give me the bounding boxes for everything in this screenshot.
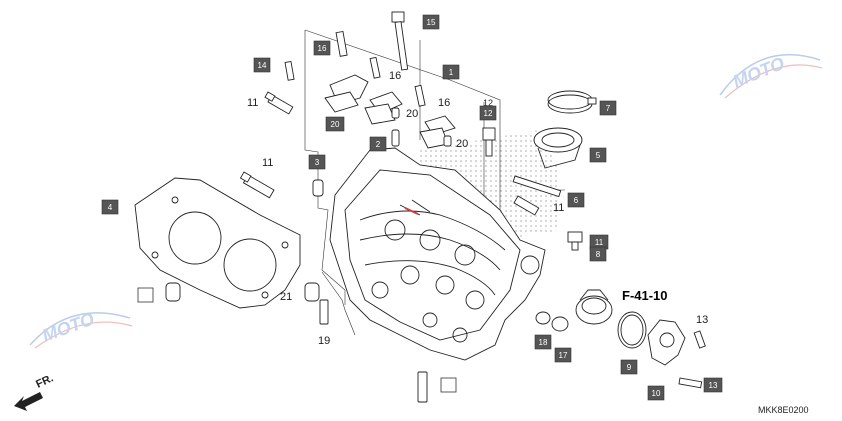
callout-20-label[interactable]: 20 <box>406 108 418 120</box>
head-gasket <box>134 177 301 309</box>
callout-18[interactable]: 18 <box>534 334 552 350</box>
callout-14[interactable]: 14 <box>253 57 271 73</box>
svg-text:20: 20 <box>331 120 340 129</box>
callout-1[interactable]: 1 <box>442 64 460 80</box>
callout-4[interactable]: 4 <box>101 199 119 215</box>
svg-text:15: 15 <box>427 18 436 27</box>
callout-12-boxed[interactable]: 12 <box>479 105 497 121</box>
callout-11-label[interactable]: 11 <box>247 97 258 109</box>
front-direction-arrow: FR. <box>14 372 55 411</box>
callout-7[interactable]: 7 <box>599 100 617 116</box>
callout-17[interactable]: 17 <box>554 347 572 363</box>
svg-text:12: 12 <box>484 109 493 118</box>
bolt-16b <box>369 56 381 79</box>
svg-text:10: 10 <box>652 389 661 398</box>
clamp-band-7 <box>547 90 597 114</box>
watermark-logo-top-right: MOTO <box>719 53 823 99</box>
bolt-16a <box>335 30 348 57</box>
thermostat-cover-10 <box>647 319 686 366</box>
callout-21-label[interactable]: 21 <box>280 291 292 303</box>
bolt-13a <box>693 330 706 349</box>
callout-2[interactable]: 2 <box>369 136 387 152</box>
diagram-code: MKK8E0200 <box>758 405 809 415</box>
svg-text:2: 2 <box>376 140 381 149</box>
svg-text:1: 1 <box>449 68 454 77</box>
svg-text:11: 11 <box>595 238 604 247</box>
spark-plug-upper <box>264 91 294 115</box>
callout-11-label[interactable]: 11 <box>553 202 564 214</box>
temp-sensor-12 <box>482 127 496 157</box>
callout-3[interactable]: 3 <box>308 154 326 170</box>
long-bolt-15 <box>391 11 409 71</box>
callout-15[interactable]: 15 <box>422 14 440 30</box>
dowel-left <box>165 282 181 302</box>
thermostat-8 <box>575 289 613 325</box>
svg-text:4: 4 <box>108 203 113 212</box>
washer-18 <box>535 311 551 325</box>
svg-text:8: 8 <box>596 250 601 259</box>
callout-6[interactable]: 6 <box>567 192 585 208</box>
o-ring-9 <box>617 311 647 349</box>
plug-17 <box>551 316 569 332</box>
reference-label: F-41-10 <box>622 288 668 303</box>
direction-label: FR. <box>34 372 55 390</box>
bolt-13b <box>678 377 703 389</box>
empty-callout-box[interactable] <box>440 377 457 393</box>
callout-16-boxed[interactable]: 16 <box>313 40 331 56</box>
intake-insulator-5 <box>533 127 583 169</box>
svg-text:6: 6 <box>574 196 579 205</box>
bolt-14 <box>284 60 295 81</box>
callout-9[interactable]: 9 <box>620 359 638 375</box>
dowel-pins <box>312 107 452 197</box>
sensor-11-right <box>567 231 583 251</box>
callout-13-label[interactable]: 13 <box>696 314 708 326</box>
callout-20-boxed[interactable]: 20 <box>325 116 345 132</box>
stud-bottom <box>417 371 428 403</box>
svg-text:14: 14 <box>258 61 267 70</box>
callout-16-label[interactable]: 16 <box>438 97 450 109</box>
svg-text:16: 16 <box>318 44 327 53</box>
svg-text:3: 3 <box>315 158 320 167</box>
watermark-text: MOTO <box>730 53 787 92</box>
stud-bolt-6 <box>512 175 562 198</box>
svg-text:5: 5 <box>596 151 601 160</box>
callout-11-label[interactable]: 11 <box>262 157 273 169</box>
callout-10[interactable]: 10 <box>647 385 665 401</box>
spark-plug-middle <box>239 171 275 199</box>
svg-text:7: 7 <box>606 104 611 113</box>
callout-20-label[interactable]: 20 <box>456 138 468 150</box>
watermark-text: MOTO <box>40 309 97 346</box>
svg-text:17: 17 <box>559 351 568 360</box>
watermark-logo-bottom-left: MOTO <box>29 309 133 349</box>
svg-text:13: 13 <box>709 381 718 390</box>
callout-13-boxed[interactable]: 13 <box>703 377 723 393</box>
svg-text:9: 9 <box>627 363 632 372</box>
dowel-21 <box>304 282 320 302</box>
callout-5[interactable]: 5 <box>589 147 607 163</box>
callout-8[interactable]: 8 <box>589 246 607 262</box>
svg-text:18: 18 <box>539 338 548 347</box>
camshaft-holders <box>324 74 456 149</box>
spark-plug-right <box>513 195 540 216</box>
stud-19 <box>319 299 329 325</box>
cylinder-head <box>329 147 546 361</box>
bolt-16c <box>414 84 426 107</box>
callout-16-label[interactable]: 16 <box>389 70 401 82</box>
callout-12-label[interactable]: 12 <box>483 98 493 108</box>
callout-19-label[interactable]: 19 <box>318 335 330 347</box>
empty-callout-box[interactable] <box>137 287 154 303</box>
